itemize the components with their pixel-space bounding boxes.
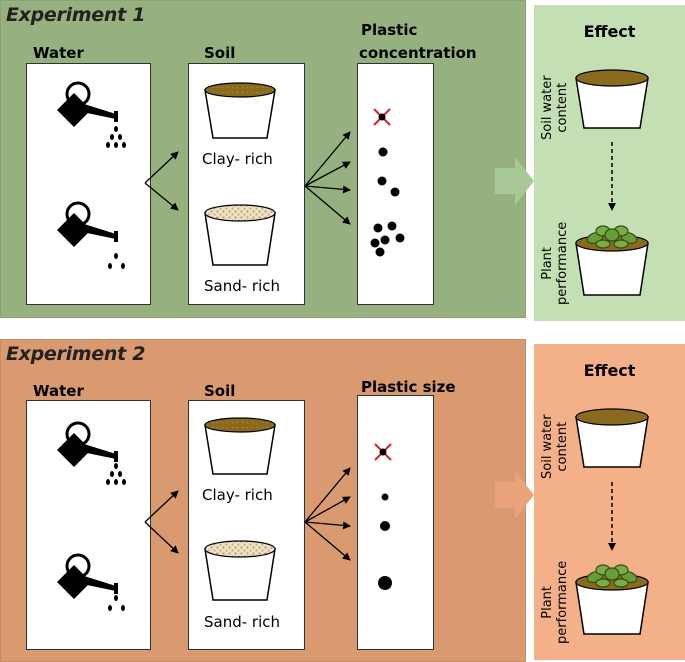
water-box bbox=[26, 400, 151, 650]
water-label: Water bbox=[33, 382, 84, 400]
experiment-1-title: Experiment 1 bbox=[6, 4, 146, 26]
plastic-box bbox=[357, 395, 434, 650]
plastic-label-line1: Plastic bbox=[361, 21, 418, 39]
arrow-water-to-sand bbox=[144, 521, 179, 554]
sand-pot-icon bbox=[204, 204, 276, 266]
plastic-particles bbox=[370, 147, 405, 257]
experiment-2-panel: Experiment 2 Water Soil Plastic size Cla… bbox=[0, 339, 526, 662]
water-box bbox=[26, 63, 151, 305]
arrow-water-to-clay bbox=[144, 490, 179, 523]
effect-1-soil-pot-icon bbox=[575, 69, 649, 129]
effect-2-plant-pot-icon bbox=[575, 564, 649, 635]
sand-pot-icon bbox=[204, 540, 276, 601]
watering-can-icon bbox=[55, 421, 120, 469]
experiment-2-graphics bbox=[55, 408, 649, 635]
water-drops-light bbox=[108, 595, 125, 611]
sand-rich-label: Sand- rich bbox=[204, 613, 281, 631]
water-drops-heavy bbox=[106, 463, 126, 485]
clay-rich-label: Clay- rich bbox=[202, 486, 273, 504]
experiment-1-graphics bbox=[55, 69, 649, 296]
plastic-particles bbox=[378, 493, 392, 590]
no-plastic-cross-icon bbox=[374, 443, 392, 461]
watering-can-icon bbox=[55, 553, 120, 601]
clay-rich-label: Clay- rich bbox=[202, 150, 273, 168]
watering-can-icon bbox=[55, 201, 120, 249]
water-drops-heavy bbox=[106, 126, 126, 148]
arrow-water-to-clay bbox=[144, 151, 179, 184]
flow-arrow-1 bbox=[495, 157, 534, 205]
clay-pot-icon bbox=[204, 417, 276, 475]
effect-2-soil-pot-icon bbox=[575, 408, 649, 468]
arrow-water-to-sand bbox=[144, 182, 179, 211]
arrows-soil-to-plastic bbox=[304, 131, 351, 225]
flow-arrow-2 bbox=[495, 471, 534, 519]
plastic-label-line2: concentration bbox=[359, 44, 477, 62]
soil-label: Soil bbox=[204, 44, 236, 62]
soil-label: Soil bbox=[204, 382, 236, 400]
experiment-2-title: Experiment 2 bbox=[6, 343, 146, 365]
effect-title: Effect bbox=[583, 361, 636, 380]
plastic-box bbox=[357, 63, 434, 305]
experiment-1-panel: Experiment 1 Water Soil Plastic concentr… bbox=[0, 0, 526, 318]
effect-title: Effect bbox=[583, 22, 636, 41]
plastic-size-label: Plastic size bbox=[361, 378, 456, 396]
water-drops-light bbox=[108, 253, 125, 269]
no-plastic-cross-icon bbox=[373, 108, 391, 126]
effect-1-plant-pot-icon bbox=[575, 225, 649, 296]
sand-rich-label: Sand- rich bbox=[204, 277, 281, 295]
arrows-soil-to-plastic bbox=[304, 467, 351, 561]
watering-can-icon bbox=[55, 81, 120, 129]
water-label: Water bbox=[33, 44, 84, 62]
clay-pot-icon bbox=[204, 82, 276, 139]
